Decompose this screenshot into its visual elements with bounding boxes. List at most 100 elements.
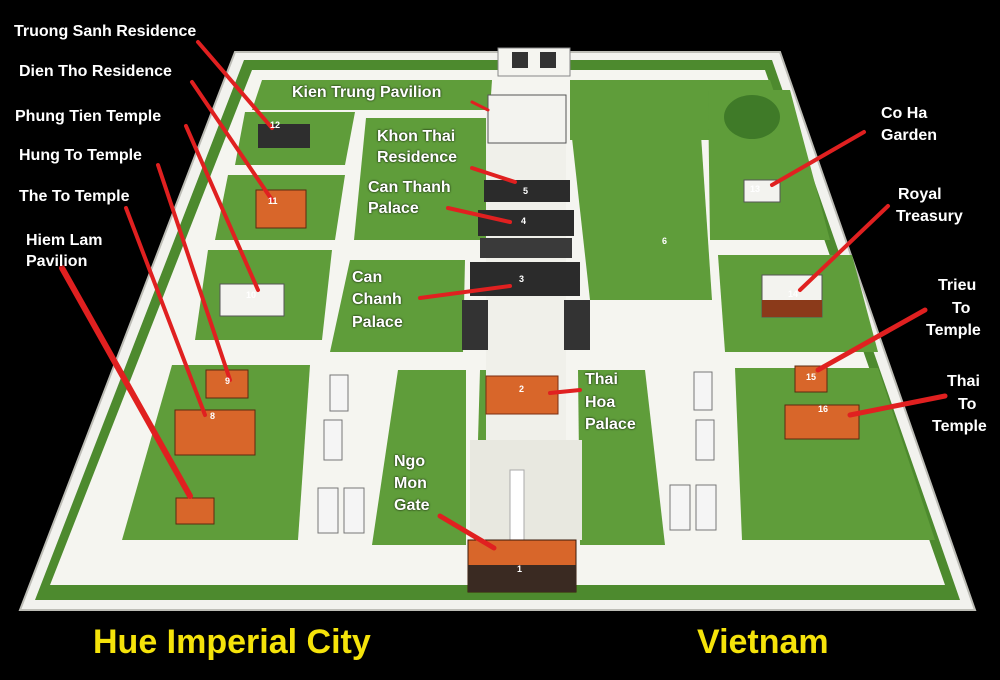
pointer-the-to	[124, 206, 207, 417]
label-hung-to-temple: Hung To Temple	[19, 147, 142, 164]
label-phung-tien-temple: Phung Tien Temple	[15, 108, 162, 125]
north-gate-tower-left	[512, 52, 528, 68]
pointer-thai-to	[847, 393, 948, 418]
label-royal-treasury-line1: Royal	[898, 186, 942, 203]
pointer-trieu-to	[815, 307, 928, 373]
pointer-dien-tho	[190, 80, 274, 202]
pointer-khon-thai	[470, 166, 517, 184]
lawn-thai-hoa-right	[578, 370, 665, 545]
co-ha-pond	[724, 95, 780, 139]
pointer-hiem-lam	[59, 265, 193, 499]
dien-tho-building	[255, 189, 307, 229]
pointer-can-chanh	[418, 284, 512, 300]
label-thai-to-line3: Temple	[932, 418, 987, 435]
label-thai-to-line2: To	[958, 396, 977, 413]
building-number-1: 1	[517, 564, 522, 574]
building-number-4: 4	[521, 216, 526, 226]
label-hiem-lam-line2: Pavilion	[26, 253, 88, 270]
building-number-14: 14	[788, 289, 798, 299]
building-number-2: 2	[519, 384, 524, 394]
west-temples	[174, 124, 310, 525]
label-can-chanh-line3: Palace	[352, 314, 403, 331]
label-thai-hoa-line3: Palace	[585, 416, 636, 433]
label-khon-thai-line2: Residence	[377, 149, 458, 166]
thai-to-building	[784, 404, 860, 440]
thai-hoa-building	[485, 375, 559, 415]
label-ngo-mon-line3: Gate	[394, 497, 430, 514]
label-co-ha-line2: Garden	[881, 127, 938, 144]
label-thai-to-line1: Thai	[947, 373, 980, 390]
khon-thai-building	[484, 180, 570, 202]
label-dien-tho-residence: Dien Tho Residence	[19, 63, 172, 80]
title-vietnam: Vietnam	[697, 623, 829, 661]
can-chanh-gallery-right	[564, 300, 590, 350]
building-number-5: 5	[523, 186, 528, 196]
building-number-12: 12	[270, 120, 280, 130]
the-to-building	[174, 409, 256, 456]
pointer-thai-hoa	[548, 388, 582, 395]
phung-tien-building	[219, 283, 285, 317]
can-thanh-building	[478, 210, 574, 236]
label-khon-thai-line1: Khon Thai	[377, 128, 456, 145]
building-number-10: 10	[246, 290, 256, 300]
label-can-chanh-line1: Can	[352, 269, 383, 286]
east-temples	[743, 179, 860, 440]
lawn-east-temples	[735, 368, 935, 540]
courtyard-thai-hoa	[470, 440, 582, 540]
building-number-9: 9	[225, 376, 230, 386]
building-number-16: 16	[818, 404, 828, 414]
lawn-ngo-mon-left	[372, 370, 466, 545]
royal-treasury-roof	[762, 300, 822, 317]
pointer-co-ha	[770, 130, 866, 187]
pointer-can-thanh	[446, 206, 512, 224]
building-number-15: 15	[806, 372, 816, 382]
ngo-mon-base	[468, 565, 576, 592]
building-number-11: 11	[268, 196, 278, 206]
north-gate	[497, 47, 571, 77]
pointer-ngo-mon	[437, 513, 497, 551]
pointer-phung-tien	[184, 124, 260, 292]
label-thai-hoa-line1: Thai	[585, 371, 618, 388]
pointer-truong-sanh	[196, 40, 274, 130]
label-co-ha-line1: Co Ha	[881, 105, 928, 122]
east-pavilions	[669, 371, 717, 531]
can-thanh-hall	[480, 238, 572, 258]
central-palaces	[462, 94, 590, 593]
building-number-13: 13	[750, 184, 760, 194]
building-number-3: 3	[519, 274, 524, 284]
label-truong-sanh-residence: Truong Sanh Residence	[14, 23, 197, 40]
label-ngo-mon-line2: Mon	[394, 475, 427, 492]
north-gate-tower-right	[540, 52, 556, 68]
label-trieu-to-line3: Temple	[926, 322, 981, 339]
building-number-8: 8	[210, 411, 215, 421]
label-the-to-temple: The To Temple	[19, 188, 130, 205]
building-number-6: 6	[662, 236, 667, 246]
label-can-chanh-line2: Chanh	[352, 291, 402, 308]
truong-sanh-building	[258, 124, 310, 148]
label-pointers	[59, 40, 948, 551]
lawn-kien-trung	[252, 80, 492, 110]
title-hue-imperial-city: Hue Imperial City	[93, 623, 371, 661]
west-pavilions	[317, 374, 365, 534]
label-can-thanh-line1: Can Thanh	[368, 179, 451, 196]
label-trieu-to-line2: To	[952, 300, 971, 317]
lawn-can-chanh	[330, 260, 465, 352]
label-trieu-to-line1: Trieu	[938, 277, 977, 294]
kien-trung-building	[487, 94, 567, 144]
label-ngo-mon-line1: Ngo	[394, 453, 426, 470]
pointer-hung-to	[156, 163, 232, 382]
lawn-east-center	[570, 120, 712, 300]
label-royal-treasury-line2: Treasury	[896, 208, 963, 225]
pointer-royal-treasury	[798, 204, 890, 292]
label-thai-hoa-line2: Hoa	[585, 394, 616, 411]
pointer-kien-trung	[470, 100, 490, 112]
can-chanh-gallery-left	[462, 300, 488, 350]
ngo-mon-approach	[509, 469, 525, 541]
hiem-lam-building	[175, 497, 215, 525]
label-hiem-lam-line1: Hiem Lam	[26, 232, 103, 249]
label-kien-trung-pavilion: Kien Trung Pavilion	[292, 84, 442, 101]
label-can-thanh-line2: Palace	[368, 200, 419, 217]
building-numbers: 1 2 3 4 5 6 8 9 10 11 12 13 14 15 16	[210, 120, 828, 574]
